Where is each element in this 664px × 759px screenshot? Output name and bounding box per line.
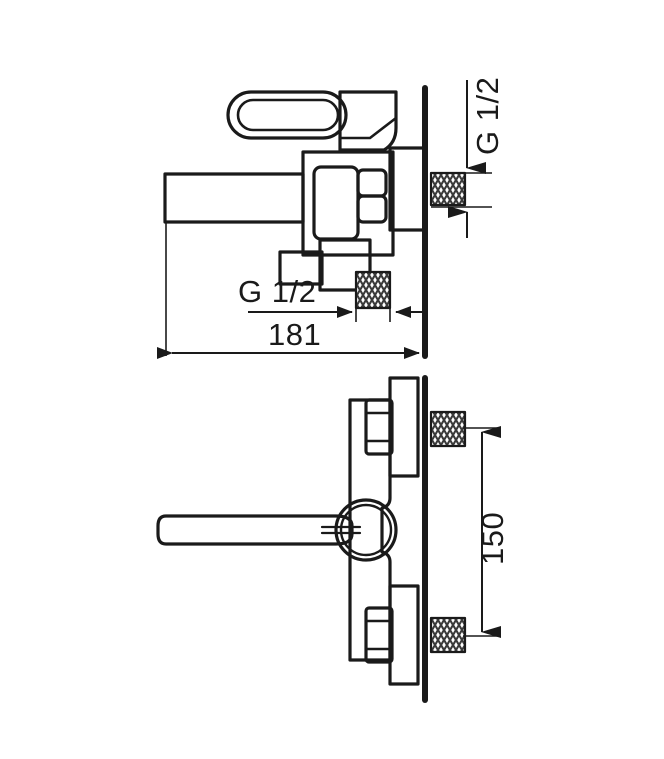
wall-plate-upper bbox=[388, 146, 427, 232]
wall-plate-plan-upper bbox=[388, 376, 420, 478]
lever-stem-slot bbox=[320, 525, 362, 535]
lever-arm-plan bbox=[156, 514, 354, 546]
hex-nut-plan-lower bbox=[364, 606, 394, 664]
plan-top-view bbox=[156, 375, 467, 703]
hex-nut-face-bottom bbox=[356, 194, 388, 224]
annotation-thread-outlet-bottom: G 1/2 bbox=[238, 274, 425, 322]
side-elevation-view bbox=[163, 85, 467, 359]
cartridge-dome-inner bbox=[339, 503, 393, 557]
handle-hub-chamfer bbox=[338, 116, 398, 140]
inlet-centre-spacing-value: 150 bbox=[475, 512, 510, 565]
overall-projection-value: 181 bbox=[268, 317, 321, 352]
hex-nut-plan-upper bbox=[364, 398, 394, 456]
thread-outlet-bottom-label: G 1/2 bbox=[238, 274, 316, 309]
cartridge-dome-outer bbox=[334, 498, 398, 562]
hex-nut-face-top bbox=[356, 168, 388, 198]
annotation-thread-inlet-top: G 1/2 bbox=[431, 77, 505, 238]
inlet-thread-plan-lower bbox=[429, 616, 467, 654]
inlet-thread-plan-upper bbox=[429, 410, 467, 448]
spout bbox=[163, 172, 305, 224]
thread-inlet-top-label: G 1/2 bbox=[470, 77, 505, 155]
wall-plate-plan-lower bbox=[388, 584, 420, 686]
inlet-thread-upper bbox=[429, 171, 467, 207]
mixer-body-plan bbox=[348, 398, 392, 662]
lever-handle-inner bbox=[236, 98, 340, 132]
dimension-inlet-centre-spacing: 150 bbox=[463, 426, 510, 638]
lever-handle-outer bbox=[226, 90, 348, 140]
dimension-overall-projection: 181 bbox=[157, 222, 420, 359]
cartridge-block bbox=[312, 165, 360, 241]
outlet-thread-lower bbox=[354, 270, 392, 310]
handle-hub bbox=[338, 90, 398, 152]
diverter-knob bbox=[278, 250, 324, 286]
